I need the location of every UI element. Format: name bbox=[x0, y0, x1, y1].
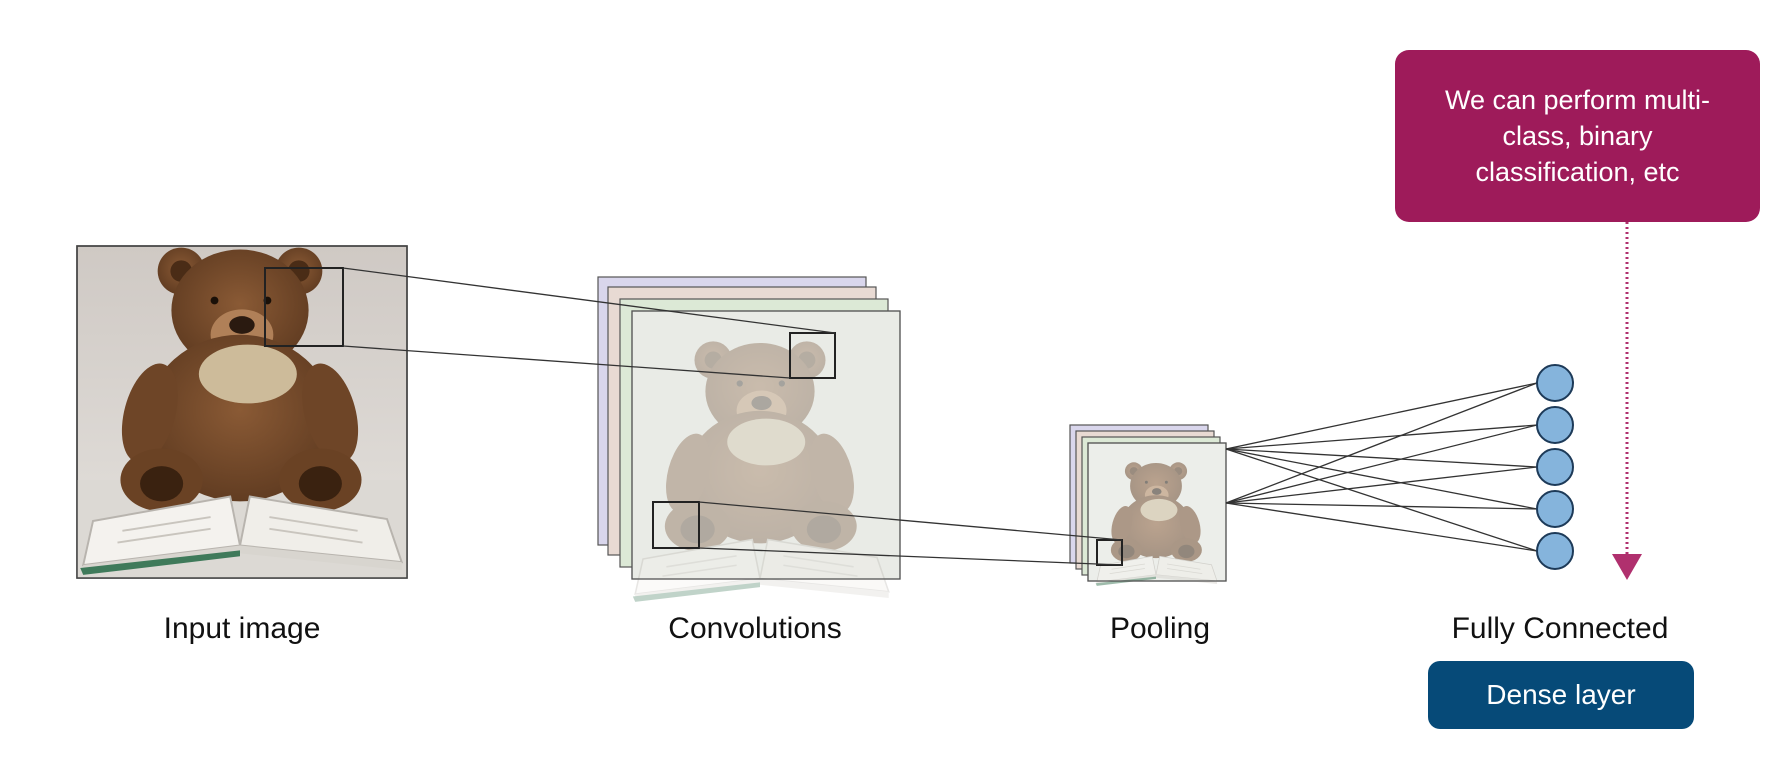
fc-edge bbox=[1225, 448, 1538, 468]
fc-edge bbox=[1225, 424, 1538, 450]
fully-connected-nodes bbox=[1536, 364, 1574, 570]
fc-edge bbox=[1225, 382, 1538, 504]
input-image bbox=[76, 245, 408, 579]
fc-edge bbox=[1225, 448, 1538, 552]
fc-edge bbox=[1225, 448, 1538, 510]
neuron-node bbox=[1536, 406, 1574, 444]
conv-output-cell bbox=[789, 332, 836, 379]
fc-edge bbox=[1225, 502, 1538, 552]
fc-edge bbox=[1225, 382, 1538, 450]
label-fully-connected: Fully Connected bbox=[1451, 612, 1669, 645]
fc-edge bbox=[1225, 502, 1538, 510]
fc-edge bbox=[1225, 424, 1538, 504]
convolution-feature-maps bbox=[597, 276, 901, 603]
down-arrow-icon bbox=[1612, 222, 1642, 580]
dense-layer-badge: Dense layer bbox=[1428, 661, 1694, 729]
label-input-image: Input image bbox=[163, 612, 321, 645]
neuron-node bbox=[1536, 364, 1574, 402]
neuron-node bbox=[1536, 532, 1574, 570]
neuron-node bbox=[1536, 448, 1574, 486]
pooling-feature-maps bbox=[1069, 424, 1227, 587]
classification-callout: We can perform multi-class, binary class… bbox=[1395, 50, 1760, 222]
conv-pool-window bbox=[652, 501, 700, 549]
fully-connected-edges bbox=[1225, 382, 1538, 552]
input-receptive-field bbox=[264, 267, 344, 347]
fc-edge bbox=[1225, 466, 1538, 504]
neuron-node bbox=[1536, 490, 1574, 528]
label-pooling: Pooling bbox=[1109, 612, 1211, 645]
label-convolutions: Convolutions bbox=[668, 612, 842, 645]
